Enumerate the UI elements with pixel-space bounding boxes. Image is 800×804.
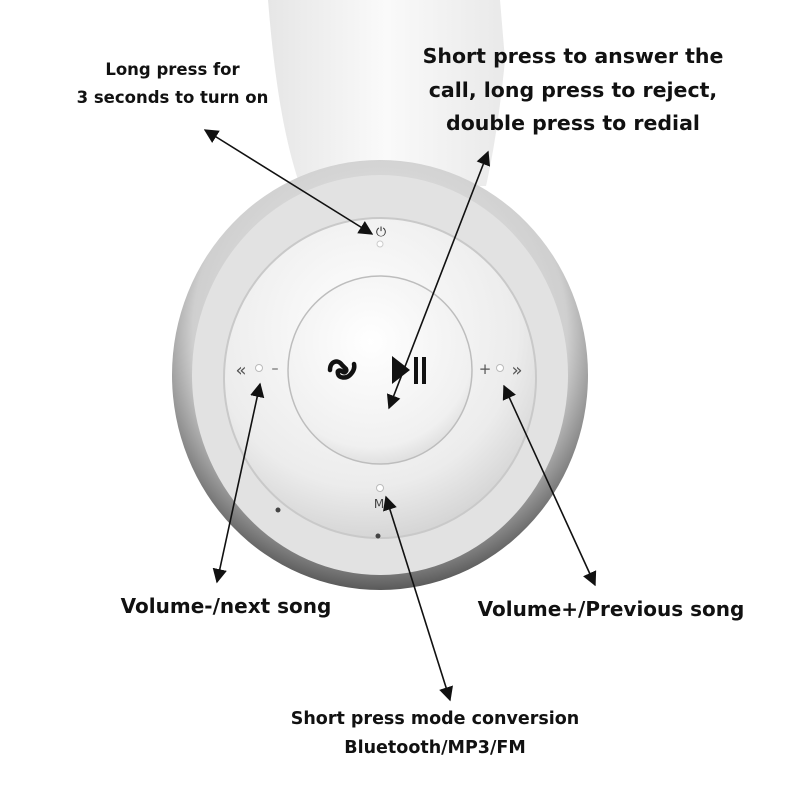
fast-forward-icon: »: [511, 360, 522, 381]
power-annotation-line-2: 3 seconds to turn on: [76, 87, 269, 107]
minus-led: [255, 364, 263, 372]
answer-annotation-line-3: double press to redial: [446, 111, 700, 135]
phone-handset-icon: [327, 359, 357, 380]
mode-annotation-line-1: Short press mode conversion: [290, 709, 580, 729]
mic-hole-bottom: [375, 533, 381, 539]
volume-plus-annotation-text: Volume+/Previous song: [477, 597, 745, 621]
mode-led: [376, 484, 384, 492]
answer-annotation-line-2: call, long press to reject,: [428, 77, 718, 102]
plus-icon[interactable]: +: [479, 360, 492, 378]
volume-minus-annotation-text: Volume-/next song: [120, 594, 332, 618]
multifunction-button[interactable]: [287, 275, 473, 465]
arrow-volume-plus: [502, 384, 597, 587]
volume-plus-annotation: Volume+/Previous song: [468, 599, 754, 619]
arrow-multifunction: [386, 150, 491, 410]
arrow-volume-minus: [212, 382, 265, 584]
mode-icon[interactable]: M: [374, 497, 384, 511]
plus-led: [496, 364, 504, 372]
arrow-power: [203, 129, 374, 235]
power-annotation: Long press for 3 seconds to turn on: [60, 60, 285, 117]
rewind-icon: «: [235, 360, 246, 381]
power-led: [376, 240, 384, 248]
minus-icon[interactable]: –: [272, 361, 279, 377]
mode-annotation-line-2: Bluetooth/MP3/FM: [344, 737, 526, 758]
arrow-mode: [383, 495, 453, 702]
power-annotation-line-1: Long press for: [105, 60, 240, 79]
power-icon[interactable]: ⏻: [376, 225, 386, 240]
mode-annotation: Short press mode conversion Bluetooth/MP…: [270, 709, 600, 768]
callout-arrows: [203, 129, 597, 702]
volume-minus-annotation: Volume-/next song: [96, 596, 356, 616]
mic-hole-left: [275, 507, 281, 513]
answer-annotation: Short press to answer the call, long pre…: [408, 46, 738, 147]
answer-annotation-line-1: Short press to answer the: [422, 44, 724, 68]
